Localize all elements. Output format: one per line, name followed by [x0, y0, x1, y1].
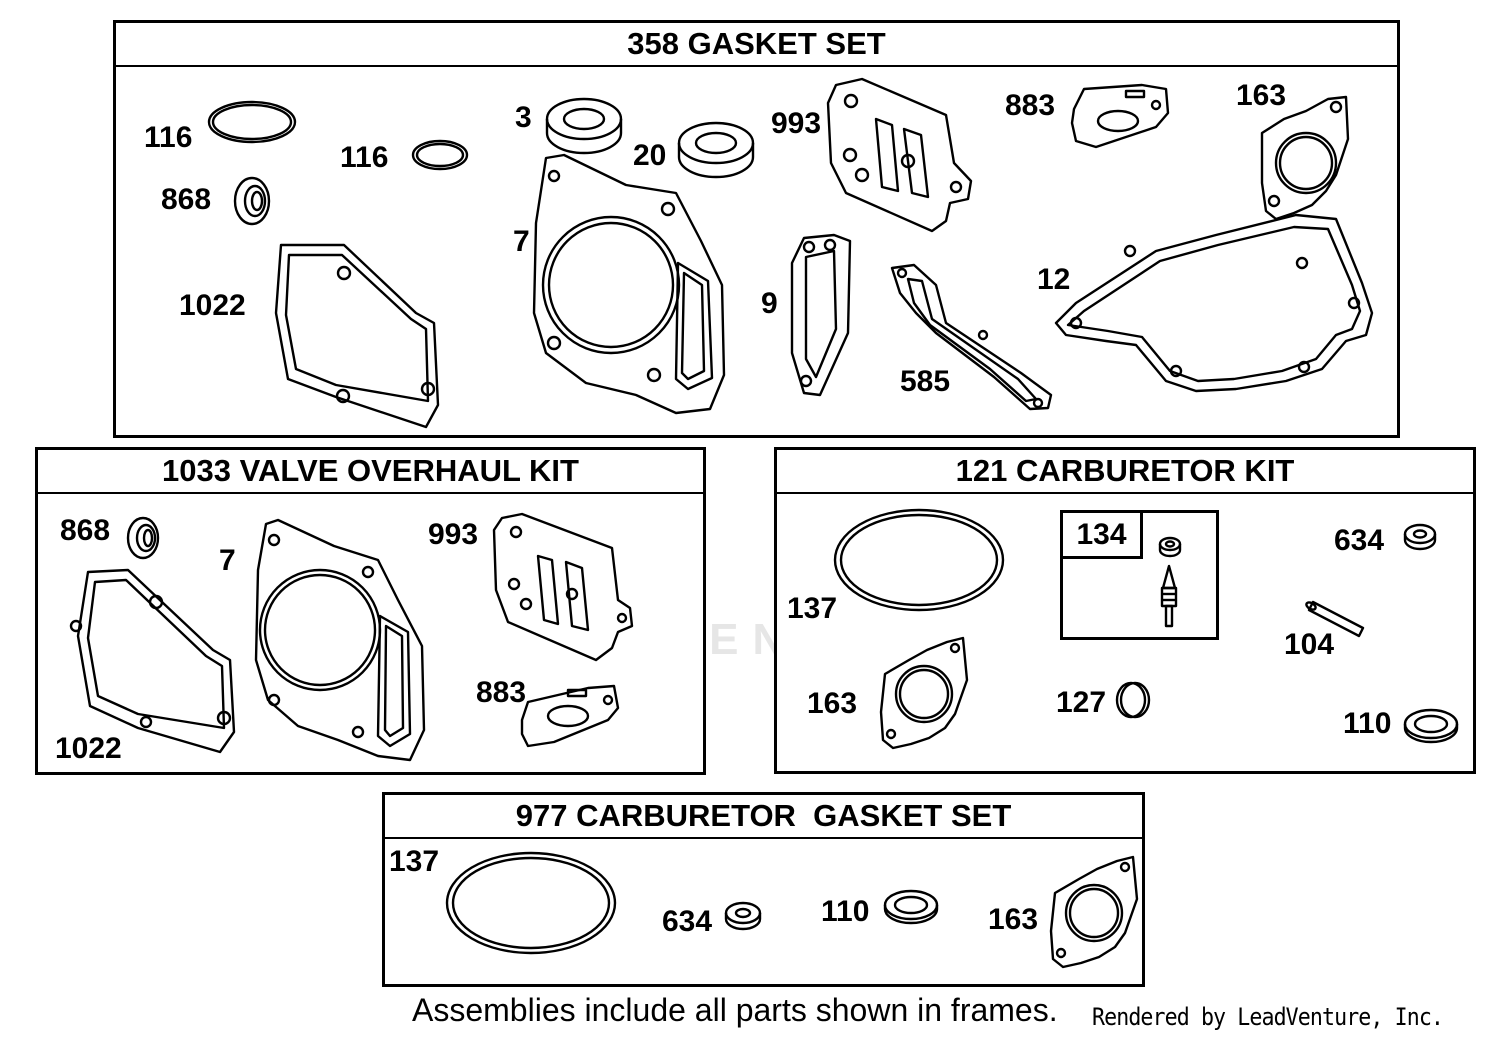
- part-1022-gasket: [274, 243, 440, 429]
- frame-carburetor-gasket-set: 977 CARBURETOR GASKET SET 137 634 11: [382, 792, 1145, 987]
- callout-116-small: 116: [340, 141, 389, 174]
- gasket-set-parts: [207, 77, 1374, 429]
- callout-634: 634: [1334, 524, 1385, 557]
- part-868-seal: [126, 516, 160, 560]
- part-163-gasket: [1260, 95, 1350, 221]
- part-110-washer: [883, 889, 939, 925]
- callout-163: 163: [988, 903, 1039, 936]
- part-104-pin: [1305, 600, 1365, 638]
- carb-kit-parts: [833, 508, 1459, 750]
- callout-163: 163: [1236, 79, 1287, 112]
- callout-137: 137: [389, 845, 440, 878]
- frame-title: 358 GASKET SET: [116, 23, 1397, 67]
- part-134-needle-seat: [1158, 536, 1182, 628]
- part-137-oring: [445, 851, 617, 955]
- frame-title: 121 CARBURETOR KIT: [777, 450, 1473, 494]
- part-993-gasket: [492, 512, 634, 662]
- callout-110: 110: [1343, 707, 1392, 740]
- part-116-oring-small: [411, 139, 469, 171]
- callout-134: 134: [1063, 513, 1143, 559]
- frame-title: 977 CARBURETOR GASKET SET: [385, 795, 1142, 839]
- callout-993: 993: [428, 518, 479, 551]
- part-127-plug: [1115, 681, 1151, 719]
- part-12-crankcase-gasket: [1054, 213, 1374, 393]
- part-3-seal: [545, 97, 623, 155]
- part-868-seal: [233, 176, 271, 226]
- part-7-head-gasket: [532, 153, 726, 415]
- part-634-washer: [724, 901, 762, 931]
- footer-credit: Rendered by LeadVenture, Inc.: [1092, 1003, 1444, 1031]
- part-634-washer: [1403, 523, 1437, 551]
- frame-valve-overhaul-kit: 1033 VALVE OVERHAUL KIT: [35, 447, 706, 775]
- part-1022-gasket: [69, 568, 236, 754]
- callout-163: 163: [807, 687, 858, 720]
- callout-883: 883: [476, 676, 527, 709]
- callout-110: 110: [821, 895, 870, 928]
- callout-585: 585: [900, 365, 951, 398]
- callout-20: 20: [633, 139, 667, 172]
- footer-note: Assemblies include all parts shown in fr…: [412, 992, 1058, 1028]
- part-110-washer: [1403, 708, 1459, 744]
- part-585-gasket: [890, 263, 1053, 411]
- callout-868: 868: [161, 183, 212, 216]
- callout-137: 137: [787, 592, 838, 625]
- frame-carburetor-kit: 121 CARBURETOR KIT: [774, 447, 1476, 774]
- needle-seat-frame: 134: [1060, 510, 1219, 640]
- part-20-seal: [677, 121, 755, 179]
- carb-gasket-parts: [445, 851, 1139, 969]
- part-993-gasket: [826, 77, 973, 233]
- callout-1022: 1022: [55, 732, 122, 765]
- callout-868: 868: [60, 514, 111, 547]
- part-116-oring-large: [207, 100, 297, 144]
- frame-gasket-set: 358 GASKET SET: [113, 20, 1400, 438]
- callout-993: 993: [771, 107, 822, 140]
- part-883-gasket: [520, 684, 620, 748]
- callout-12: 12: [1037, 263, 1071, 296]
- callout-1022: 1022: [179, 289, 246, 322]
- part-137-oring: [833, 508, 1005, 612]
- part-7-head-gasket: [254, 518, 426, 762]
- part-163-gasket: [1049, 855, 1139, 969]
- part-163-gasket: [879, 636, 969, 750]
- callout-883: 883: [1005, 89, 1056, 122]
- part-9-gasket: [790, 233, 852, 397]
- callout-116-large: 116: [144, 121, 193, 154]
- callout-3: 3: [515, 101, 532, 134]
- part-883-gasket: [1070, 83, 1170, 149]
- callout-7: 7: [219, 544, 236, 577]
- callout-9: 9: [761, 287, 778, 320]
- callout-127: 127: [1056, 686, 1107, 719]
- valve-kit-parts: [69, 512, 634, 762]
- callout-104: 104: [1284, 628, 1335, 661]
- callout-634: 634: [662, 905, 713, 938]
- callout-7: 7: [513, 225, 530, 258]
- frame-title: 1033 VALVE OVERHAUL KIT: [38, 450, 703, 494]
